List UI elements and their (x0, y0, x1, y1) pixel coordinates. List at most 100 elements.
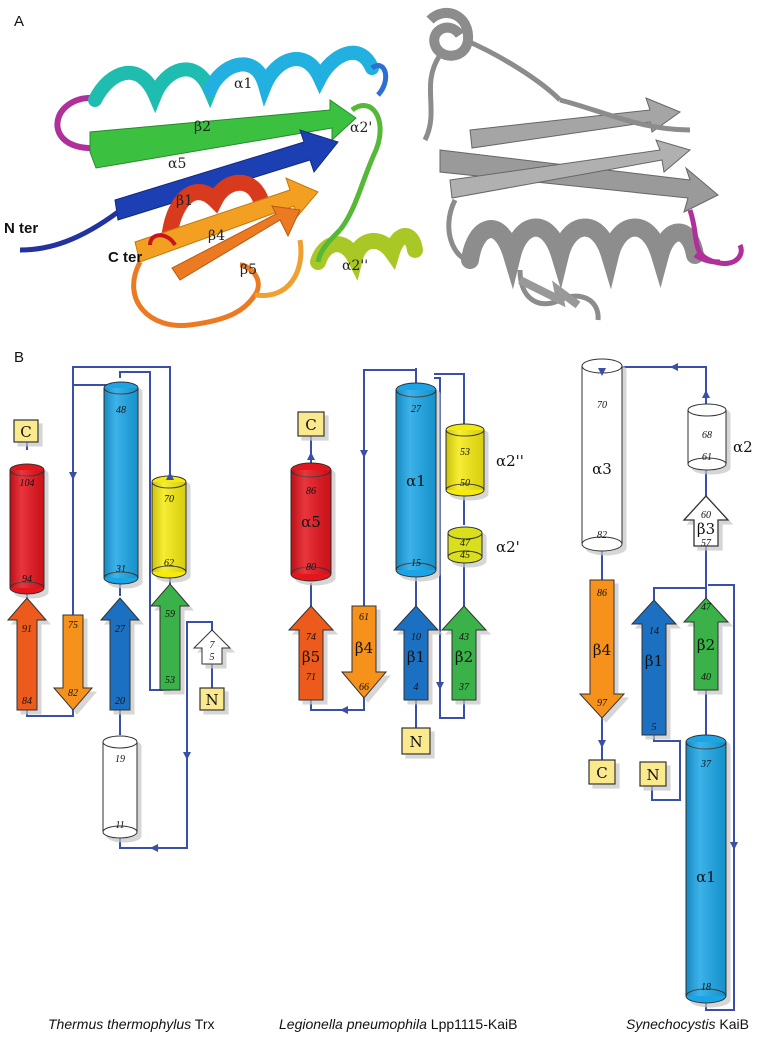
kaib-n-label: N (646, 766, 659, 784)
label-b4-ribbon: β4 (208, 228, 225, 244)
label-a1-ribbon: α1 (234, 76, 252, 92)
label-b1-ribbon: β1 (176, 193, 193, 209)
kaib-label-60: 60 (701, 510, 711, 521)
trx-helix-48-31 (103, 381, 139, 585)
lpp-label-b5: β5 (302, 648, 320, 666)
trx-strand-59-53 (149, 583, 191, 691)
trx-label-70: 70 (164, 494, 174, 505)
trx-label-19: 19 (115, 754, 125, 765)
lpp-c-terminus (297, 411, 325, 437)
lpp-label-45: 45 (460, 550, 470, 561)
kaib-label-68: 68 (702, 430, 712, 441)
lpp-strand-b4 (340, 605, 388, 699)
kaib-label-14: 14 (649, 626, 659, 637)
lpp-label-b4: β4 (355, 639, 373, 657)
caption-lpp: Legionella pneumophila Lpp1115-KaiB (279, 1016, 517, 1032)
kaib-label-a2: α2 (733, 438, 753, 456)
lpp-label-b1: β1 (407, 648, 425, 666)
lpp-strand-b5 (287, 605, 335, 701)
kaib-connector (705, 584, 735, 1011)
kaib-strand-b1 (630, 599, 678, 736)
kaib-label-18: 18 (701, 982, 711, 993)
strand-b1-ribbon (114, 129, 339, 221)
trx-label-53: 53 (165, 675, 175, 686)
kaib-label-82: 82 (597, 530, 607, 541)
label-cter: C ter (108, 249, 142, 266)
trx-n-label: N (205, 691, 218, 709)
kaib-label-37: 37 (700, 759, 712, 770)
topology-kaib: 70 α3 82 68 61 α2 60 β3 57 86 β4 97 C 14… (578, 358, 753, 1011)
trx-label-7: 7 (210, 640, 216, 651)
caption-kaib: Synechocystis KaiB (626, 1016, 749, 1032)
topology-lpp: C 86 α5 80 74 β5 71 61 β4 66 27 α1 15 (287, 368, 524, 755)
kaib-strand-b2 (682, 597, 730, 691)
kaib-c-terminus (588, 759, 616, 785)
trx-label-48: 48 (116, 405, 126, 416)
lpp-label-4: 4 (414, 682, 419, 693)
kaib-label-b4: β4 (593, 641, 611, 659)
kaib-label-a3: α3 (592, 460, 612, 478)
lpp-connector (363, 369, 416, 606)
lpp-label-53: 53 (460, 447, 470, 458)
caption-trx: Thermus thermophylus Trx (48, 1016, 215, 1032)
lpp-label-50: 50 (460, 478, 470, 489)
lpp-label-86: 86 (306, 486, 316, 497)
kaib-label-70: 70 (597, 400, 607, 411)
kaib-label-40: 40 (701, 672, 711, 683)
lpp-helix-a2p (447, 526, 483, 564)
trx-helix-70-62 (151, 475, 187, 579)
lpp-label-b2: β2 (455, 648, 473, 666)
trx-strand-27-20 (99, 597, 141, 711)
lpp-label-71: 71 (306, 672, 316, 683)
strand-b2-ribbon (89, 99, 357, 169)
trx-connector (119, 621, 213, 849)
trx-label-84: 84 (22, 696, 32, 707)
lpp-label-37: 37 (458, 682, 470, 693)
kaib-label-5: 5 (652, 722, 657, 733)
trx-strand-91-84 (6, 597, 48, 711)
label-a2p-ribbon: α2' (350, 120, 372, 136)
lpp-label-a2pp: α2'' (496, 452, 524, 470)
trx-strand-7-5 (192, 629, 232, 665)
lpp-n-label: N (409, 733, 422, 751)
trx-helix-104-94 (9, 463, 45, 595)
helix-a1-ribbon (88, 45, 389, 114)
trx-label-62: 62 (164, 558, 174, 569)
trx-label-104: 104 (20, 478, 35, 489)
lpp-label-74: 74 (306, 632, 316, 643)
panel-label-a: A (14, 13, 24, 30)
trx-helix-19-11 (102, 735, 138, 839)
kaib-c-label: C (596, 764, 607, 782)
trx-strand-75-82 (52, 614, 94, 711)
lpp-connector (434, 373, 465, 425)
trx-label-11: 11 (115, 820, 124, 831)
lpp-strand-b2 (440, 605, 488, 701)
kaib-helix-a2 (687, 403, 727, 471)
trx-label-91: 91 (22, 624, 32, 635)
lpp-label-80: 80 (306, 562, 316, 573)
label-b2-ribbon: β2 (194, 119, 211, 135)
trx-label-27: 27 (115, 624, 126, 635)
lpp-strand-b1 (392, 605, 440, 701)
lpp-label-27: 27 (411, 404, 422, 415)
lpp-label-61: 61 (359, 612, 369, 623)
lpp-c-label: C (305, 416, 316, 434)
lpp-label-15: 15 (411, 558, 421, 569)
kaib-label-b3: β3 (697, 520, 715, 538)
trx-n-terminus (199, 687, 225, 711)
label-a5-ribbon: α5 (168, 156, 186, 172)
kaib-label-97: 97 (597, 698, 608, 709)
trx-label-82: 82 (68, 688, 78, 699)
lpp-label-a2p: α2' (496, 538, 520, 556)
kaib-strand-b3 (682, 495, 730, 547)
kaib-helix-a3 (581, 358, 623, 552)
kaib-label-57: 57 (701, 538, 712, 549)
lpp-label-10: 10 (411, 632, 421, 643)
trx-connector (26, 707, 74, 717)
lpp-helix-a5 (290, 462, 332, 582)
kaib-label-47: 47 (701, 602, 712, 613)
lpp-helix-a1 (395, 382, 437, 578)
lpp-connector (434, 377, 465, 719)
topology-trx: C 104 94 91 84 75 82 48 31 27 20 (6, 366, 232, 852)
trx-label-59: 59 (165, 609, 175, 620)
